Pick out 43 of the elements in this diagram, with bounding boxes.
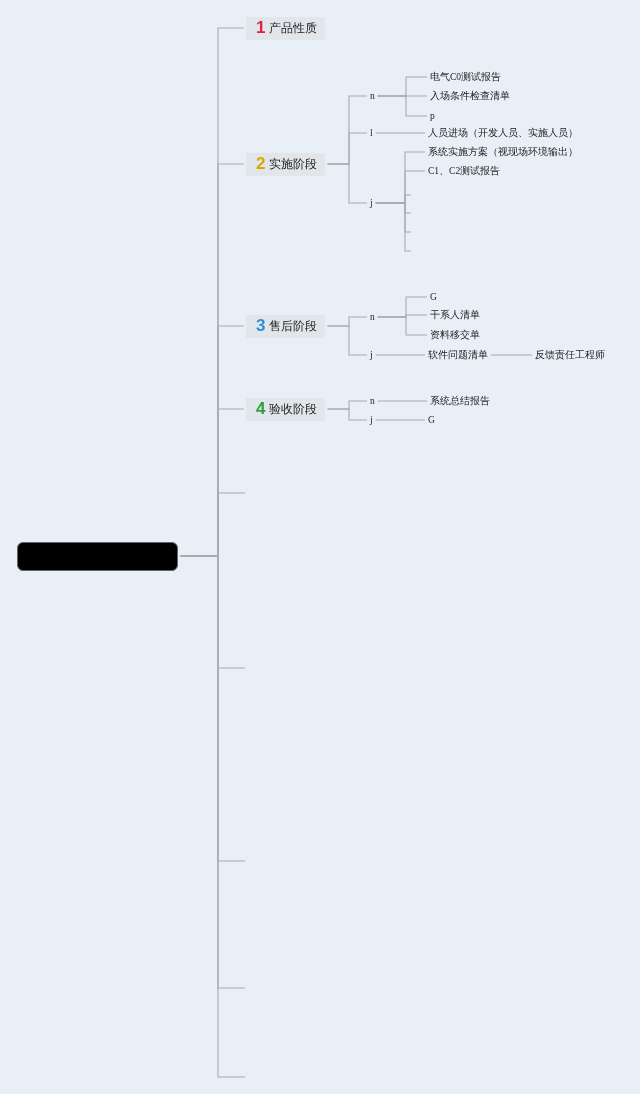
branch-label: n	[369, 395, 376, 407]
branch-label: n	[369, 311, 376, 323]
branch-label: 干系人清单	[429, 309, 481, 321]
topic-label: 验收阶段	[269, 400, 318, 418]
connector-line	[326, 163, 368, 204]
connector-line	[377, 95, 428, 117]
branch-label: 人员进场（开发人员、实施人员）	[427, 127, 579, 139]
connector-line	[375, 202, 412, 252]
topic-box	[246, 152, 326, 176]
connector-line	[375, 132, 426, 134]
branch-label: j	[369, 414, 374, 426]
topic-box	[246, 397, 326, 421]
connector-line	[375, 419, 426, 421]
branch-label: G	[427, 414, 436, 426]
branch-label: p	[429, 110, 436, 122]
connector-line	[375, 354, 426, 356]
topic-number: 2	[256, 154, 266, 174]
branch-label: G	[429, 291, 438, 303]
topic-label: 实施阶段	[269, 155, 318, 173]
branch-label: j	[369, 349, 374, 361]
connector-line	[326, 325, 368, 356]
branch-label: 资料移交单	[429, 329, 481, 341]
branch-label: j	[369, 197, 374, 209]
branch-label: n	[369, 90, 376, 102]
topic-label: 售后阶段	[269, 317, 318, 335]
connector-line	[490, 354, 533, 356]
connector-line	[326, 408, 368, 421]
branch-label: 入场条件检查清单	[429, 90, 511, 102]
topic-label: 产品性质	[269, 19, 318, 37]
branch-label: 电气C0测试报告	[429, 71, 503, 83]
branch-label: 反馈责任工程师	[534, 349, 606, 361]
topic-number: 3	[256, 316, 266, 336]
branch-label: 系统实施方案（视现场环境输出）	[427, 146, 579, 158]
branch-label: l	[369, 127, 374, 139]
connector-line	[377, 316, 428, 336]
topic-number: 4	[256, 399, 266, 419]
connector-line	[377, 400, 428, 402]
topic-box	[246, 314, 326, 338]
branch-label: 系统总结报告	[429, 395, 491, 407]
root-box	[17, 541, 178, 571]
branch-label: 软件问题清单	[427, 349, 489, 361]
topic-number: 1	[256, 18, 266, 38]
branch-label: C1、C2测试报告	[427, 165, 502, 177]
